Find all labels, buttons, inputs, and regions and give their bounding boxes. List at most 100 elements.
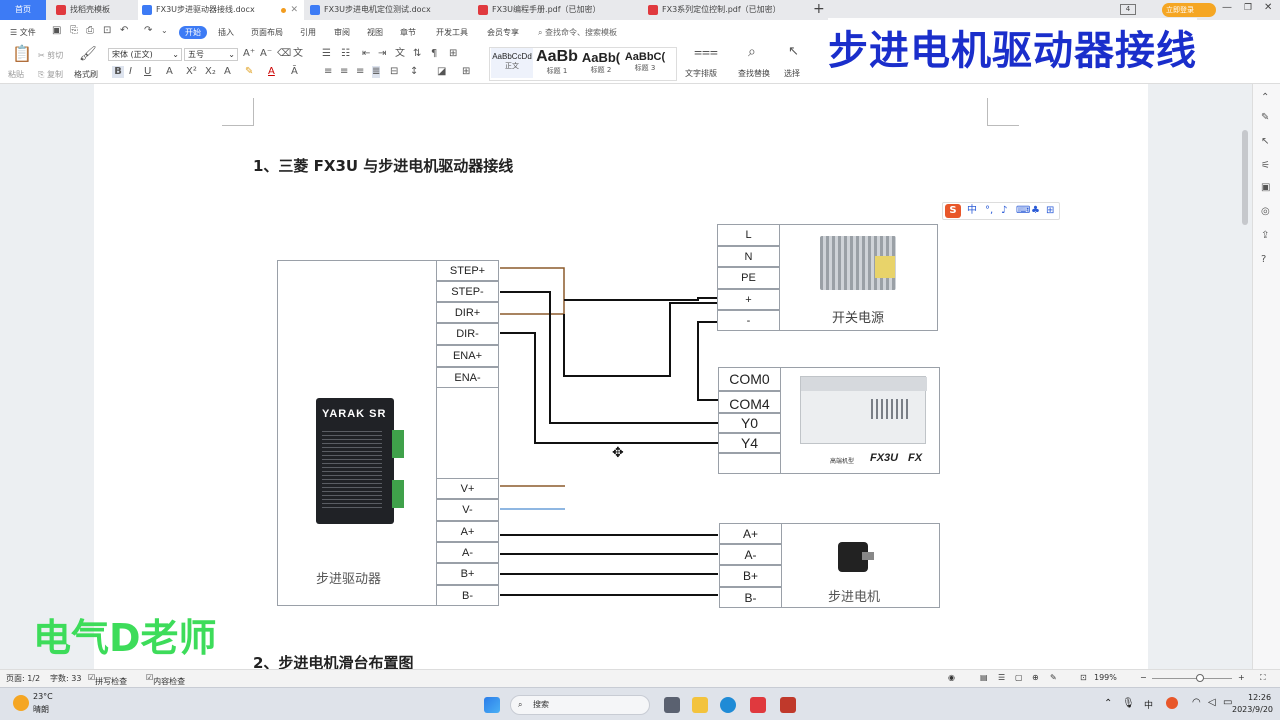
justify-icon[interactable]: ≣ <box>372 66 381 78</box>
word-count[interactable]: 字数: 33 <box>50 674 82 683</box>
print-icon[interactable]: ⎙ <box>86 25 94 36</box>
tab-insert[interactable]: 插入 <box>218 28 234 37</box>
page-view-icon[interactable]: ▤ <box>980 673 988 682</box>
shading-icon[interactable]: ◪ <box>437 66 447 77</box>
weather-icon[interactable] <box>13 695 29 711</box>
strikethrough-icon[interactable]: A <box>166 66 173 77</box>
image-icon[interactable]: ▣ <box>1261 182 1271 193</box>
sort-icon[interactable]: ⇅ <box>413 48 422 59</box>
bullet-list-icon[interactable]: ☰ <box>322 48 331 59</box>
paste-icon[interactable]: 📋 <box>12 44 32 63</box>
line-spacing-icon[interactable]: ↕ <box>410 66 419 77</box>
edge-icon[interactable] <box>720 697 736 713</box>
clock-date[interactable]: 2023/9/20 <box>1232 705 1274 714</box>
grow-font-icon[interactable]: A⁺ <box>243 48 256 59</box>
save-icon[interactable]: ▣ <box>52 25 62 36</box>
tab-manual-pdf[interactable]: FX3U编程手册.pdf（已加密） <box>474 0 640 20</box>
settings-slider-icon[interactable]: ⚟ <box>1261 160 1270 171</box>
tab-review[interactable]: 审阅 <box>334 28 350 37</box>
phonetic-icon[interactable]: 文 <box>293 48 303 59</box>
fullscreen-icon[interactable]: ⛶ <box>1260 673 1266 682</box>
clock-time[interactable]: 12:26 <box>1248 693 1272 702</box>
select-button[interactable]: 选择 <box>784 69 800 78</box>
redo-icon[interactable]: ↷ <box>144 25 153 36</box>
zoom-slider-track[interactable] <box>1152 678 1232 679</box>
microphone-icon[interactable]: 🎙 <box>1122 698 1135 709</box>
tab-view[interactable]: 视图 <box>367 28 383 37</box>
copy-button[interactable]: ⎘ 复制 <box>38 70 63 79</box>
superscript-icon[interactable]: X² <box>186 66 197 77</box>
pen-icon[interactable]: ✎ <box>1050 673 1057 682</box>
help-icon[interactable]: ? <box>1261 254 1267 265</box>
battery-icon[interactable]: ▭ <box>1223 697 1233 708</box>
restore-button[interactable]: ❐ <box>1244 3 1253 13</box>
punctuation-icon[interactable]: °, <box>985 205 994 216</box>
align-left-icon[interactable]: ≡ <box>324 66 333 77</box>
command-search[interactable]: ⌕ 查找命令、搜索模板 <box>538 28 618 37</box>
outdent-icon[interactable]: ⇤ <box>362 48 371 59</box>
italic-icon[interactable]: I <box>129 66 132 77</box>
collapse-icon[interactable]: ⌃ <box>1261 92 1270 103</box>
style-heading-2[interactable]: AaBb( 标题 2 <box>579 48 623 78</box>
cursor-icon[interactable]: ↖ <box>788 44 799 59</box>
speaker-icon[interactable]: ◁ <box>1208 697 1216 708</box>
find-replace-button[interactable]: 查找替换 <box>738 69 770 78</box>
share-icon[interactable]: ⇪ <box>1261 230 1270 241</box>
paste-button[interactable]: 粘贴 <box>8 70 24 79</box>
distribute-icon[interactable]: ⊟ <box>390 66 399 77</box>
page-indicator[interactable]: 页面: 1/2 <box>6 674 41 683</box>
web-view-icon[interactable]: ⊕ <box>1032 673 1039 682</box>
style-normal[interactable]: AaBbCcDd 正文 <box>491 48 533 78</box>
tab-positioning-pdf[interactable]: FX3系列定位控制.pdf（已加密） <box>644 0 810 20</box>
align-right-icon[interactable]: ≡ <box>356 66 365 77</box>
scrollbar-thumb[interactable] <box>1242 130 1248 225</box>
font-name-select[interactable]: 宋体 (正文)⌄ <box>108 48 182 61</box>
underline-icon[interactable]: U <box>144 66 152 77</box>
window-count-badge[interactable]: 4 <box>1120 4 1136 15</box>
shrink-font-icon[interactable]: A⁻ <box>260 48 273 59</box>
zoom-in-button[interactable]: + <box>1238 673 1245 682</box>
show-marks-icon[interactable]: ¶ <box>431 48 438 59</box>
preview-icon[interactable]: ⊡ <box>103 25 112 36</box>
tray-chevron-icon[interactable]: ⌃ <box>1104 698 1113 709</box>
clear-format-icon[interactable]: ⌫ <box>277 48 292 59</box>
style-heading-1[interactable]: AaBb 标题 1 <box>535 48 579 78</box>
tab-dev-tools[interactable]: 开发工具 <box>436 28 468 37</box>
subscript-icon[interactable]: X₂ <box>205 66 216 77</box>
format-painter-button[interactable]: 格式刷 <box>74 70 98 79</box>
bold-icon[interactable]: B <box>112 66 124 78</box>
login-button[interactable]: 立即登录 <box>1162 3 1216 17</box>
spell-check[interactable]: ☑ 拼写检查 <box>88 673 128 686</box>
tab-chapter[interactable]: 章节 <box>400 28 416 37</box>
tab-member[interactable]: 会员专享 <box>487 28 519 37</box>
tab-page-layout[interactable]: 页面布局 <box>251 28 283 37</box>
borders-icon[interactable]: ⊞ <box>462 66 471 77</box>
skin-icon[interactable]: ♣ <box>1031 205 1040 216</box>
close-window-button[interactable]: ✕ <box>1264 2 1273 13</box>
read-view-icon[interactable]: ▢ <box>1015 673 1023 682</box>
highlight-icon[interactable]: ✎ <box>245 66 254 77</box>
text-layout-icon[interactable]: ⩶ <box>694 44 718 60</box>
cut-button[interactable]: ✂ 剪切 <box>38 51 64 60</box>
edit-icon[interactable]: ✎ <box>1261 112 1270 123</box>
weather-desc[interactable]: 晴朗 <box>33 705 49 714</box>
mic-icon[interactable]: ♪ <box>1001 205 1008 216</box>
wps-taskbar-icon[interactable] <box>750 697 766 713</box>
font-size-select[interactable]: 五号⌄ <box>184 48 238 61</box>
file-menu[interactable]: ☰ 文件 <box>10 28 36 37</box>
export-icon[interactable]: ⎘ <box>70 25 78 36</box>
align-center-icon[interactable]: ≡ <box>340 66 349 77</box>
tab-start[interactable]: 开始 <box>179 26 207 39</box>
menu-grid-icon[interactable]: ⊞ <box>1046 205 1055 216</box>
ime-toolbar[interactable]: S 中 °, ♪ ⌨ ♣ ⊞ <box>942 202 1060 220</box>
format-painter-icon[interactable]: 🖌 <box>79 46 97 62</box>
app-taskbar-icon[interactable] <box>780 697 796 713</box>
numbered-list-icon[interactable]: ☷ <box>341 48 350 59</box>
tab-home[interactable]: 首页 <box>0 0 46 20</box>
zoom-level[interactable]: 199% <box>1094 673 1117 682</box>
start-icon[interactable] <box>484 697 500 713</box>
text-effect-icon[interactable]: A <box>224 66 231 77</box>
zoom-slider-thumb[interactable] <box>1196 674 1204 682</box>
zoom-out-button[interactable]: − <box>1140 673 1147 682</box>
style-heading-3[interactable]: AaBbC( 标题 3 <box>623 48 667 78</box>
